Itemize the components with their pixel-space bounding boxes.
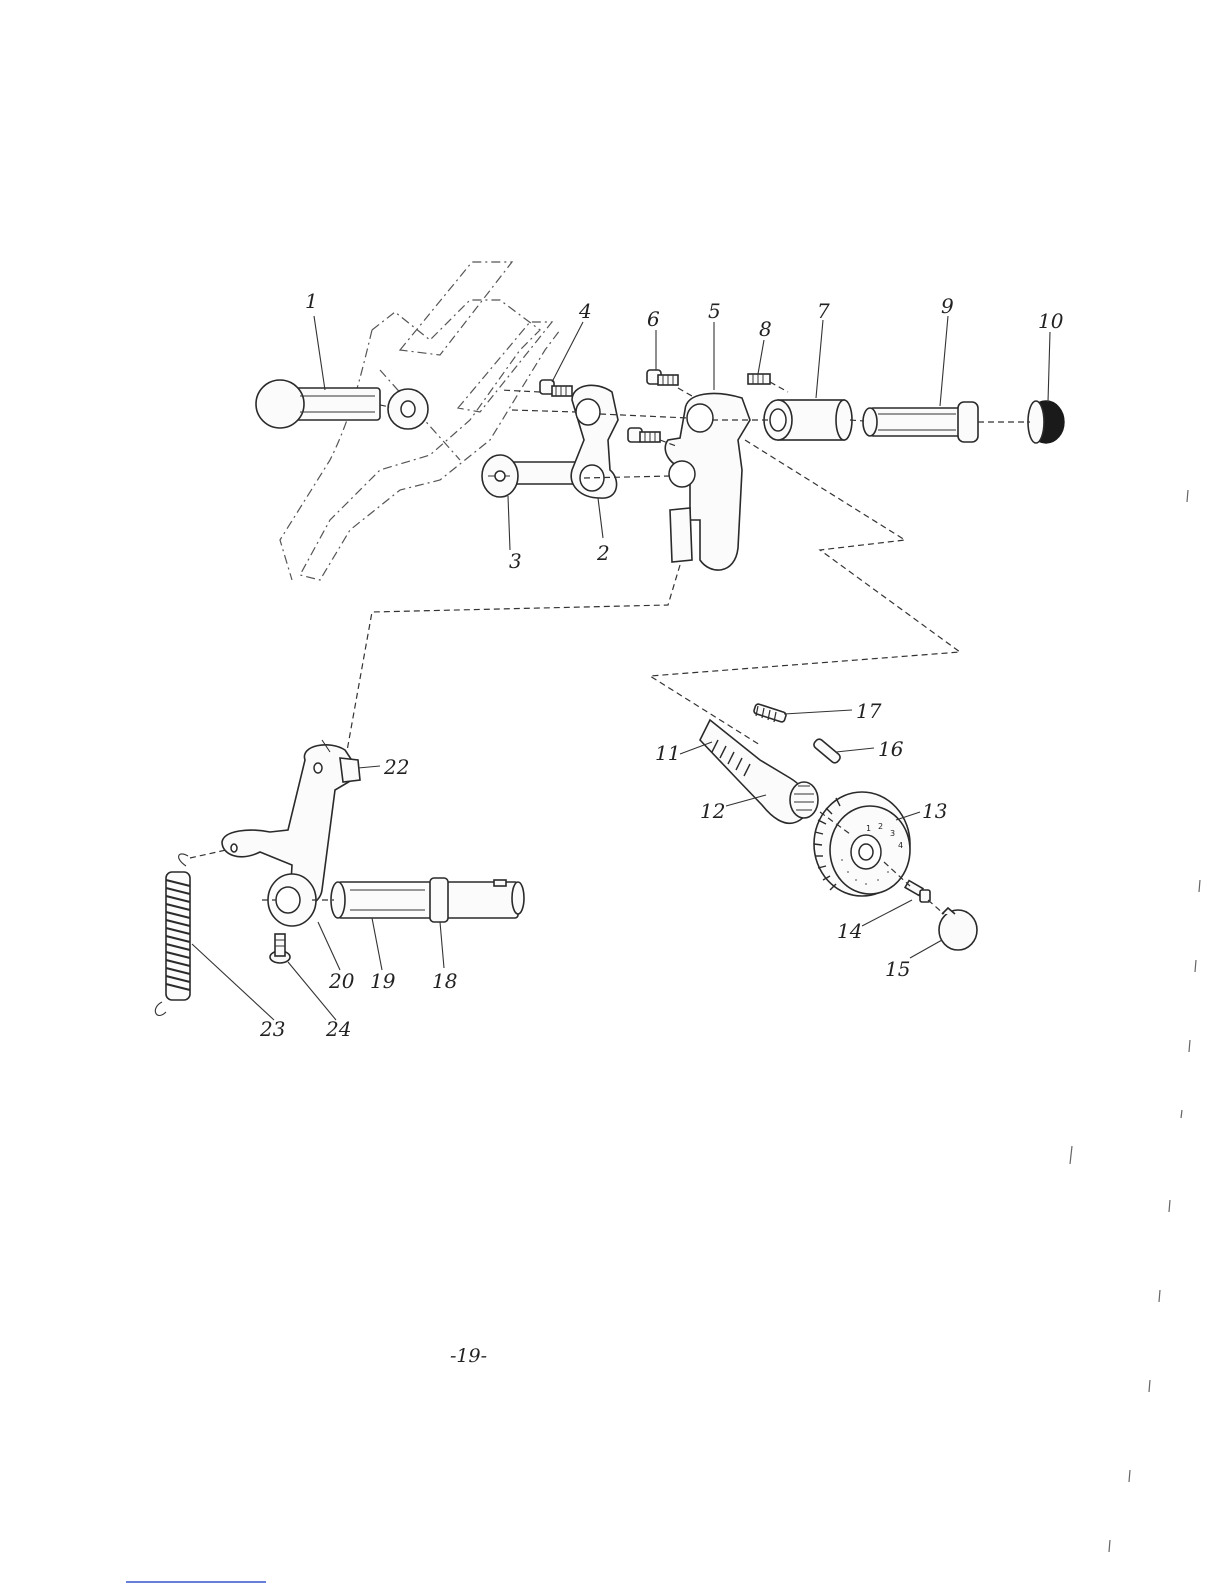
- part-15-knob: [939, 908, 977, 950]
- part-2-lever: [571, 385, 618, 498]
- label-part-11: 11: [655, 741, 680, 765]
- part-6-screw-second: [628, 428, 660, 442]
- label-part-10: 10: [1038, 309, 1064, 333]
- label-part-19: 19: [370, 969, 396, 993]
- label-part-4: 4: [578, 299, 592, 323]
- page-number: -19-: [450, 1345, 487, 1367]
- washer: [388, 389, 428, 429]
- label-part-14: 14: [837, 919, 862, 943]
- dial-number: 4: [898, 841, 903, 850]
- part-3-screw: [482, 455, 585, 497]
- part-23-spring: [155, 854, 190, 1016]
- part-9-shaft: [863, 402, 978, 442]
- label-part-12: 12: [700, 799, 725, 823]
- label-part-15: 15: [885, 957, 910, 981]
- dial-number: 3: [890, 829, 895, 838]
- part-1-pin: [256, 380, 380, 428]
- part-7-bushing: [764, 400, 852, 440]
- label-part-1: 1: [305, 289, 318, 313]
- label-part-6: 6: [647, 307, 660, 331]
- part-10-cap: [1028, 401, 1064, 443]
- label-part-5: 5: [708, 299, 721, 323]
- label-part-16: 16: [878, 737, 904, 761]
- part-4-screw: [540, 380, 572, 396]
- label-part-23: 23: [259, 1017, 285, 1041]
- dial-number: 2: [878, 822, 883, 831]
- dial-number: 1: [866, 824, 871, 833]
- label-part-2: 2: [596, 541, 610, 565]
- part-19-shaft: [331, 878, 524, 922]
- part-6-screw: [647, 370, 678, 385]
- part-13-dial: 1 2 3 4: [814, 792, 910, 896]
- label-part-9: 9: [941, 294, 954, 318]
- label-part-3: 3: [509, 549, 522, 573]
- label-part-7: 7: [817, 299, 830, 323]
- part-16-pin: [812, 738, 841, 765]
- part-14-screw: [905, 881, 930, 902]
- label-part-20: 20: [328, 969, 355, 993]
- label-part-22: 22: [383, 755, 409, 779]
- scan-margin-marks: [1070, 490, 1200, 1552]
- label-part-17: 17: [856, 699, 882, 723]
- part-24-screw: [270, 934, 290, 963]
- label-part-24: 24: [325, 1017, 351, 1041]
- label-part-8: 8: [759, 317, 772, 341]
- label-part-18: 18: [432, 969, 457, 993]
- part-8-set-screw: [748, 374, 770, 384]
- label-part-13: 13: [922, 799, 947, 823]
- part-17-spring: [753, 703, 787, 722]
